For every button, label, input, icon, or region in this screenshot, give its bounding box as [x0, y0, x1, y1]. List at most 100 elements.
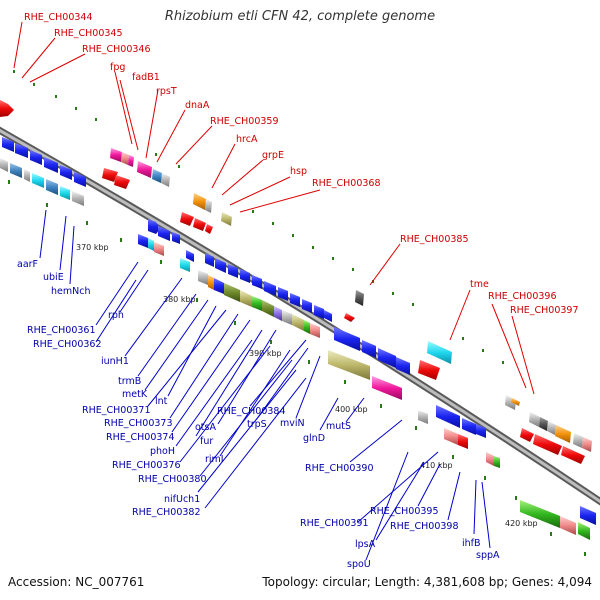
gene-label-rimi: rimI — [205, 454, 224, 465]
gene-label-nifuch1: nifUch1 — [164, 494, 200, 505]
gene-reverse — [418, 410, 428, 424]
gene-reverse — [215, 258, 226, 273]
gene-reverse — [486, 452, 494, 466]
gene-reverse — [32, 173, 44, 188]
gene-label-hemnch: hemNch — [51, 286, 90, 297]
gene-label-metk: metK — [122, 389, 148, 400]
gene-label-aarf: aarF — [17, 259, 38, 270]
genome-backbone — [0, 126, 600, 506]
gene-label-tme: tme — [470, 279, 489, 290]
gene-reverse — [72, 191, 84, 206]
gene-label-rhe-ch00385: RHE_CH00385 — [400, 234, 469, 245]
gene-reverse — [60, 165, 72, 180]
gene-forward — [221, 212, 232, 226]
gene-label-rhe-ch00359: RHE_CH00359 — [210, 116, 279, 127]
gene-reverse — [198, 270, 208, 285]
gene-forward — [539, 417, 548, 431]
gene-reverse — [372, 376, 402, 400]
gene-label-rhe-ch00390: RHE_CH00390 — [305, 463, 374, 474]
gene-arrow-forward — [114, 175, 130, 189]
gene-forward — [355, 290, 364, 306]
reverse-leader-lines — [39, 209, 491, 561]
gene-reverse — [278, 287, 288, 301]
gene-reverse — [378, 348, 396, 368]
gene-reverse — [60, 186, 70, 200]
gene-label-rhe-ch00346: RHE_CH00346 — [82, 44, 151, 55]
gene-forward — [0, 100, 14, 117]
gene-label-fur: fur — [200, 436, 213, 447]
gene-label-muts: mutS — [326, 421, 351, 432]
gene-label-rhe-ch00398: RHE_CH00398 — [390, 521, 459, 532]
gene-reverse — [2, 137, 14, 152]
gene-reverse — [148, 219, 160, 234]
minor-ticks — [8, 70, 586, 556]
gene-reverse — [290, 293, 300, 307]
gene-forward — [427, 341, 452, 364]
gene-forward — [511, 398, 520, 406]
gene-label-rhe-ch00373: RHE_CH00373 — [104, 418, 173, 429]
gene-reverse — [214, 278, 224, 294]
gene-reverse — [310, 323, 320, 338]
gene-label-rhe-ch00391: RHE_CH00391 — [300, 518, 369, 529]
gene-arrow-forward — [180, 212, 194, 226]
forward-strand-features — [0, 100, 592, 452]
gene-label-ubie: ubiE — [43, 272, 64, 283]
gene-forward — [121, 152, 129, 165]
gene-arrow-forward — [533, 434, 562, 455]
gene-forward — [193, 193, 206, 210]
genome-title: Rhizobium etli CFN 42, complete genome — [164, 9, 436, 24]
genome-summary: Topology: circular; Length: 4,381,608 bp… — [262, 575, 592, 589]
gene-label-otsa: otsA — [195, 422, 216, 433]
ruler-label-400: 400 kbp — [335, 405, 368, 414]
forward-strand-arrows — [102, 168, 585, 464]
gene-arrow-forward — [344, 313, 355, 322]
reverse-strand-features — [0, 137, 596, 540]
gene-reverse — [328, 350, 370, 380]
gene-label-rhe-ch00371: RHE_CH00371 — [82, 405, 151, 416]
gene-reverse — [520, 500, 560, 528]
gene-reverse — [154, 242, 164, 256]
gene-forward — [128, 155, 134, 167]
gene-label-rhe-ch00362: RHE_CH00362 — [33, 339, 102, 350]
gene-reverse — [205, 253, 214, 267]
gene-label-rpst: rpsT — [156, 86, 177, 97]
gene-label-lnt: lnt — [155, 396, 168, 407]
gene-reverse — [0, 158, 8, 172]
gene-reverse — [10, 163, 22, 178]
reverse-gene-labels: aarF ubiE hemNch RHE_CH00361 rph RHE_CH0… — [17, 259, 500, 570]
gene-reverse — [560, 516, 576, 535]
gene-reverse — [252, 296, 262, 311]
gene-arrow-forward — [520, 428, 534, 442]
ruler-label-380: 380 kbp — [163, 295, 196, 304]
gene-reverse — [24, 169, 30, 182]
gene-label-rhe-ch00396: RHE_CH00396 — [488, 291, 557, 302]
gene-label-rhe-ch00368: RHE_CH00368 — [312, 178, 381, 189]
gene-forward — [137, 161, 152, 178]
gene-reverse — [186, 250, 194, 262]
gene-label-mvin: mviN — [280, 418, 305, 429]
gene-forward — [573, 433, 583, 448]
gene-reverse — [282, 310, 292, 325]
gene-label-phoh: phoH — [150, 446, 175, 457]
gene-reverse — [458, 434, 468, 449]
gene-reverse — [180, 258, 190, 272]
gene-reverse — [292, 314, 304, 331]
gene-arrow-forward — [102, 168, 118, 182]
gene-forward — [205, 199, 212, 213]
gene-arrow-forward — [418, 360, 440, 380]
gene-reverse — [362, 340, 376, 358]
gene-reverse — [264, 281, 276, 296]
gene-label-rhe-ch00374: RHE_CH00374 — [106, 432, 175, 443]
gene-label-rhe-ch00382: RHE_CH00382 — [132, 507, 201, 518]
gene-reverse — [172, 232, 180, 244]
gene-forward — [555, 425, 571, 443]
gene-reverse — [46, 179, 58, 195]
gene-label-rhe-ch00380: RHE_CH00380 — [138, 474, 207, 485]
gene-label-rhe-ch00376: RHE_CH00376 — [112, 460, 181, 471]
gene-label-rhe-ch00397: RHE_CH00397 — [510, 305, 579, 316]
gene-label-fpg: fpg — [110, 62, 125, 73]
gene-label-hsp: hsp — [290, 166, 307, 177]
ruler-label-390: 390 kbp — [249, 349, 282, 358]
gene-label-lpsa: lpsA — [355, 539, 376, 550]
gene-label-rph: rph — [108, 310, 124, 321]
